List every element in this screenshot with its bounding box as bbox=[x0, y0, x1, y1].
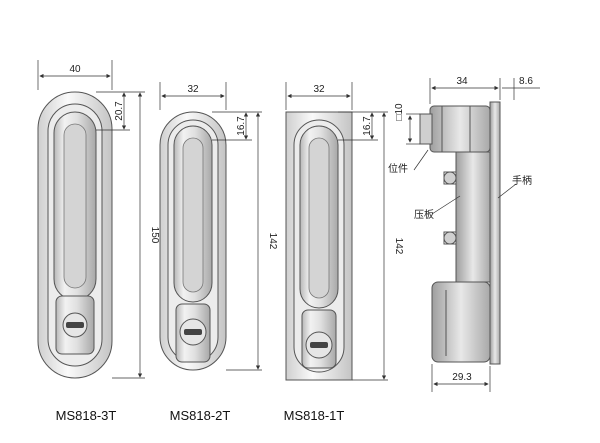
cylinder-body bbox=[429, 105, 491, 153]
cylinder-nose bbox=[419, 113, 433, 145]
side-view: 34 8.6 □10 29.3 位件 手柄 压板 bbox=[388, 76, 540, 392]
label-handle: 手柄 bbox=[512, 174, 532, 187]
handle-groove bbox=[308, 137, 330, 299]
dim-width: 40 bbox=[69, 64, 81, 75]
dim-top: 20.7 bbox=[114, 101, 125, 121]
keyhole bbox=[310, 342, 328, 348]
model-label: MS818-1T bbox=[284, 408, 345, 423]
keyhole bbox=[184, 329, 202, 335]
dim-square: □10 bbox=[394, 103, 405, 121]
dim-width: 32 bbox=[313, 84, 325, 95]
dim-height: 142 bbox=[393, 238, 404, 255]
label-plate: 压板 bbox=[414, 208, 434, 221]
model-label: MS818-3T bbox=[56, 408, 117, 423]
model-label: MS818-2T bbox=[170, 408, 231, 423]
dim-top: 16.7 bbox=[236, 116, 247, 136]
keyhole bbox=[66, 322, 84, 328]
dim-height: 150 bbox=[149, 227, 160, 244]
pressing-plate bbox=[455, 151, 491, 283]
flange-plate bbox=[489, 101, 501, 365]
dim-depth: 34 bbox=[456, 76, 468, 87]
handle-groove bbox=[182, 137, 204, 293]
dim-bottom: 29.3 bbox=[452, 372, 472, 383]
dim-top: 16.7 bbox=[362, 116, 373, 136]
view-ms818-2t: 32 16.7 142 MS818-2T bbox=[159, 82, 278, 423]
dim-flange: 8.6 bbox=[519, 76, 533, 87]
label-position: 位件 bbox=[388, 162, 408, 175]
lower-housing bbox=[431, 281, 491, 363]
view-ms818-3t: 40 20.7 150 MS818-3T bbox=[37, 60, 160, 423]
bolt-lower bbox=[443, 231, 457, 245]
dim-width: 32 bbox=[187, 84, 199, 95]
bolt-upper bbox=[443, 171, 457, 185]
dim-height: 142 bbox=[267, 233, 278, 250]
handle-groove bbox=[63, 123, 87, 289]
view-ms818-1t: 32 16.7 142 MS818-1T bbox=[284, 82, 404, 423]
